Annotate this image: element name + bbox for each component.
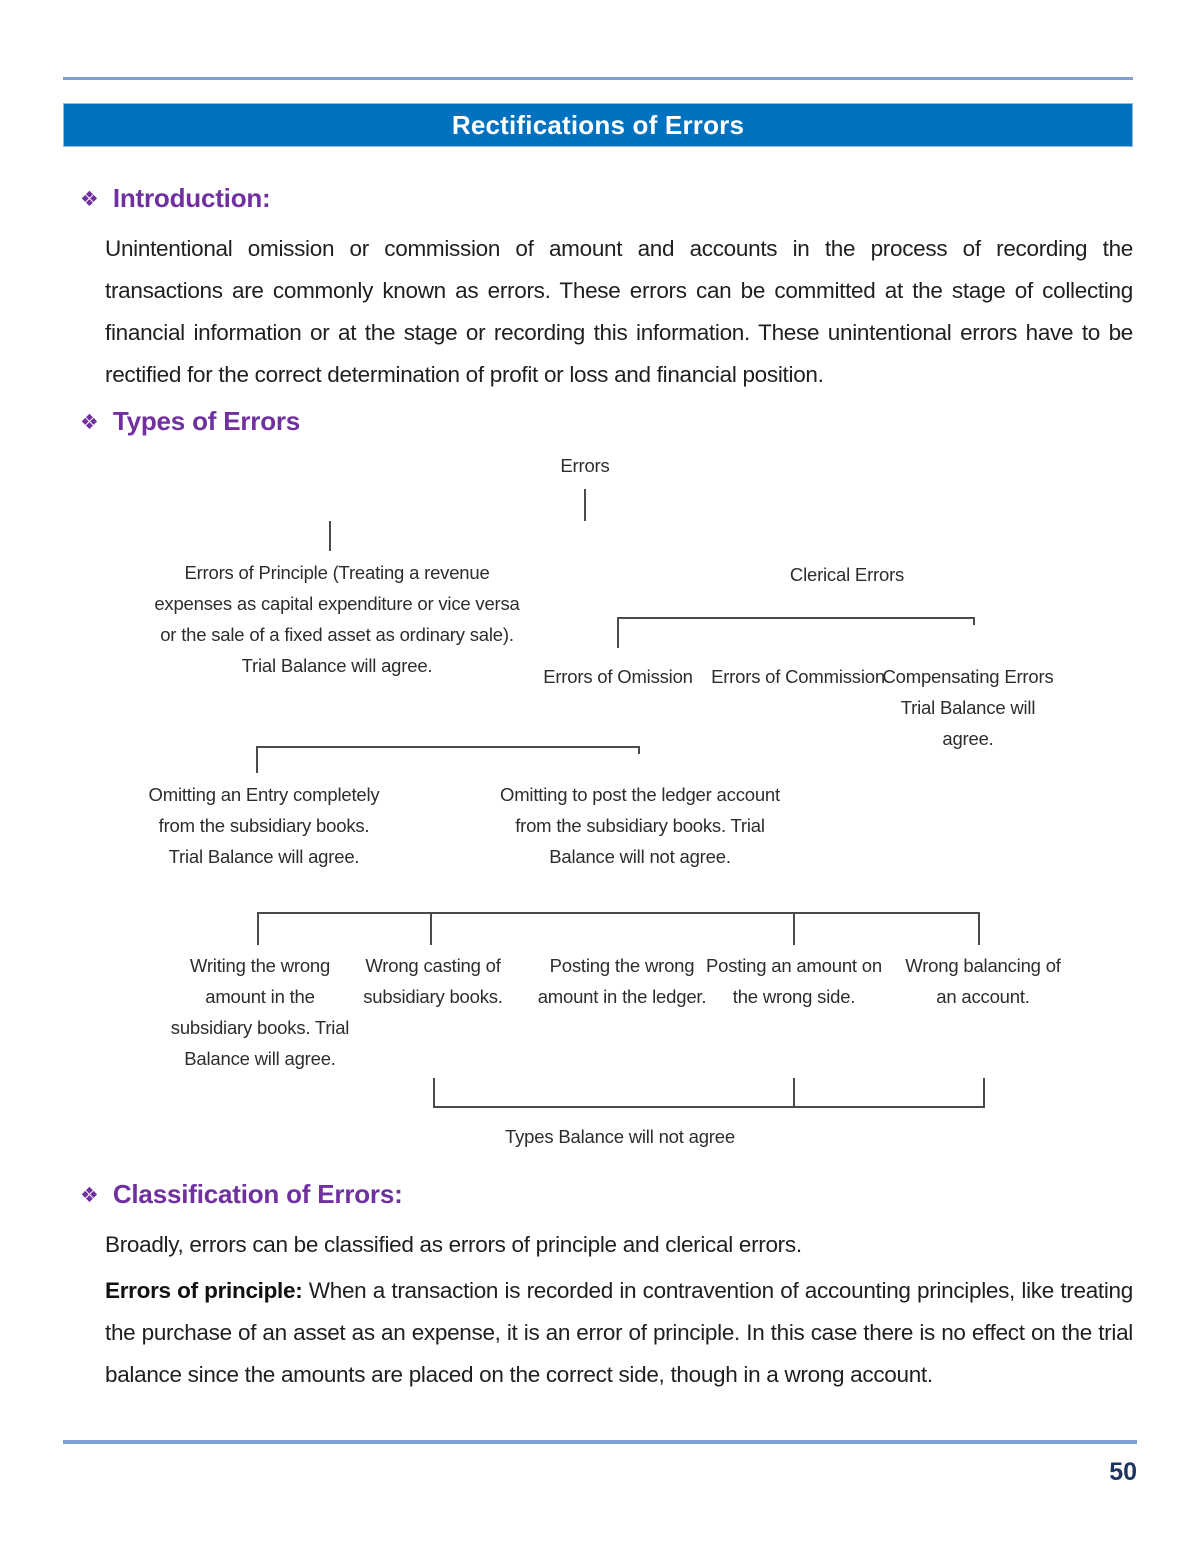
connector-line xyxy=(983,1078,985,1108)
connector-line xyxy=(430,912,432,945)
diagram-node-errors-of-principle: Errors of Principle (Treating a revenue … xyxy=(154,562,520,676)
diagram-node-clerical-errors: Clerical Errors xyxy=(789,564,905,585)
connector-line xyxy=(329,521,331,551)
diagram-node-writing-wrong-amount: Writing the wrong amount in the subsidia… xyxy=(170,955,350,1069)
classification-intro-line: Broadly, errors can be classified as err… xyxy=(105,1232,802,1257)
errors-of-principle-paragraph: Errors of principle: When a transaction … xyxy=(105,1270,1133,1396)
connector-line xyxy=(257,912,259,945)
diagram-node-posting-wrong-side: Posting an amount on the wrong side. xyxy=(706,955,882,1007)
diagram-node-omitting-entry: Omitting an Entry completely from the su… xyxy=(148,784,380,867)
diagram-node-wrong-casting: Wrong casting of subsidiary books. xyxy=(363,955,503,1007)
diamond-bullet-icon: ❖ xyxy=(80,1184,99,1207)
connector-line xyxy=(257,912,980,914)
classification-heading: ❖ Classification of Errors: xyxy=(80,1179,403,1210)
bottom-rule xyxy=(63,1440,1137,1444)
connector-line xyxy=(617,617,619,648)
diagram-node-compensating-errors: Compensating Errors Trial Balance will a… xyxy=(882,666,1054,749)
introduction-paragraph: Unintentional omission or commission of … xyxy=(105,236,1133,387)
top-rule xyxy=(63,77,1133,80)
title-bar: Rectifications of Errors xyxy=(63,103,1133,147)
types-heading-label: Types of Errors xyxy=(112,406,301,436)
introduction-heading: ❖ Introduction: xyxy=(80,183,271,214)
errors-of-principle-text: When a transaction is recorded in contra… xyxy=(105,1278,1133,1387)
connector-line xyxy=(584,489,586,521)
connector-line xyxy=(793,1078,795,1108)
diagram-node-omitting-post: Omitting to post the ledger account from… xyxy=(500,784,780,867)
introduction-heading-label: Introduction: xyxy=(112,183,271,213)
connector-line xyxy=(433,1106,985,1108)
connector-line xyxy=(793,912,795,945)
connector-line xyxy=(256,746,258,773)
connector-line xyxy=(973,617,975,625)
diamond-bullet-icon: ❖ xyxy=(80,411,99,434)
diagram-node-errors-of-omission: Errors of Omission xyxy=(543,666,693,687)
connector-line xyxy=(617,617,975,619)
page-title: Rectifications of Errors xyxy=(451,109,745,140)
diagram-caption: Types Balance will not agree xyxy=(505,1126,735,1147)
classification-heading-label: Classification of Errors: xyxy=(112,1179,403,1209)
diagram-node-errors: Errors xyxy=(560,455,610,476)
connector-line xyxy=(978,912,980,945)
connector-line xyxy=(256,746,640,748)
diagram-node-posting-wrong-amount: Posting the wrong amount in the ledger. xyxy=(537,955,707,1007)
connector-line xyxy=(638,746,640,754)
errors-of-principle-lead: Errors of principle: xyxy=(105,1278,303,1303)
connector-line xyxy=(433,1078,435,1108)
types-heading: ❖ Types of Errors xyxy=(80,406,300,437)
diamond-bullet-icon: ❖ xyxy=(80,188,99,211)
page-number: 50 xyxy=(1109,1458,1137,1486)
diagram-node-errors-of-commission: Errors of Commission xyxy=(711,666,885,687)
diagram-node-wrong-balancing: Wrong balancing of an account. xyxy=(905,955,1061,1007)
